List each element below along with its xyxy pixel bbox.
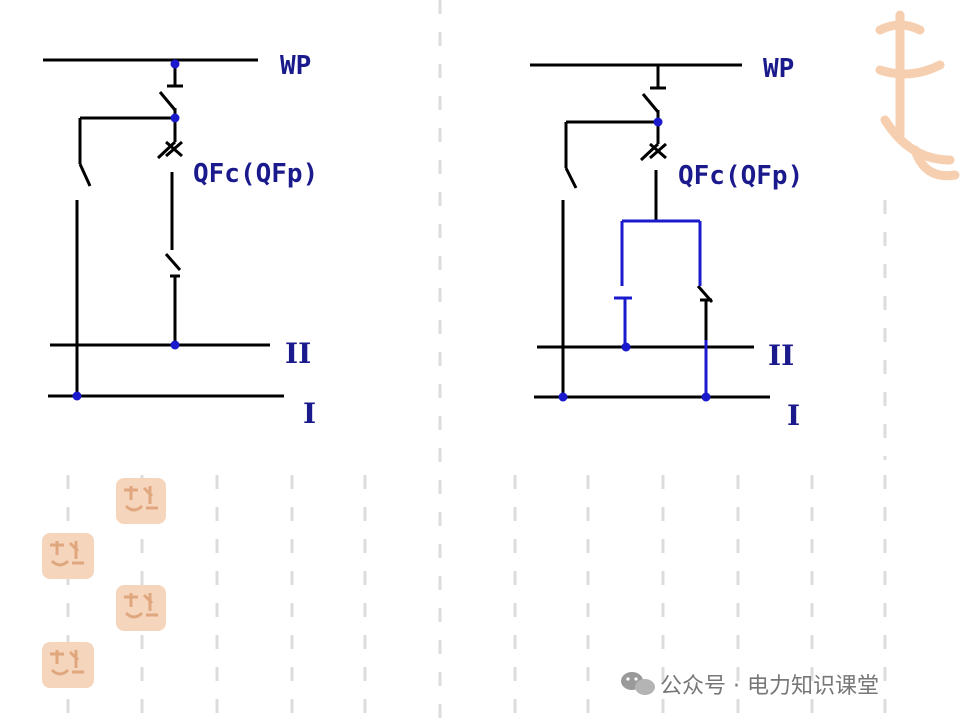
right-label-bus2: II — [768, 339, 794, 372]
seal-stamp-icon — [42, 478, 166, 688]
right-nodes — [558, 117, 711, 402]
right-disconnector-bus1 — [564, 167, 578, 189]
left-label-bus2: II — [285, 337, 311, 370]
left-label-wp: WP — [280, 51, 311, 81]
left-disconnector-bus1 — [78, 163, 92, 187]
right-bypass — [614, 219, 708, 397]
right-diagram — [530, 63, 770, 399]
left-label-bus1: I — [303, 397, 316, 430]
left-nodes — [72, 59, 180, 401]
right-label-breaker: QFc(QFp) — [678, 161, 803, 191]
wechat-icon — [621, 672, 655, 695]
watermark-text: 公众号 · 电力知识课堂 — [660, 674, 879, 699]
right-disconnector-top — [641, 93, 660, 113]
background-dashes — [66, 0, 887, 720]
left-breaker — [156, 140, 177, 160]
left-diagram — [43, 58, 284, 398]
calligraphy-decoration — [875, 10, 960, 181]
right-label-wp: WP — [763, 54, 794, 84]
left-disconnector-top — [158, 91, 177, 111]
left-disconnector-bus2 — [164, 253, 182, 271]
left-label-breaker: QFc(QFp) — [193, 159, 318, 189]
right-label-bus1: I — [787, 399, 800, 432]
